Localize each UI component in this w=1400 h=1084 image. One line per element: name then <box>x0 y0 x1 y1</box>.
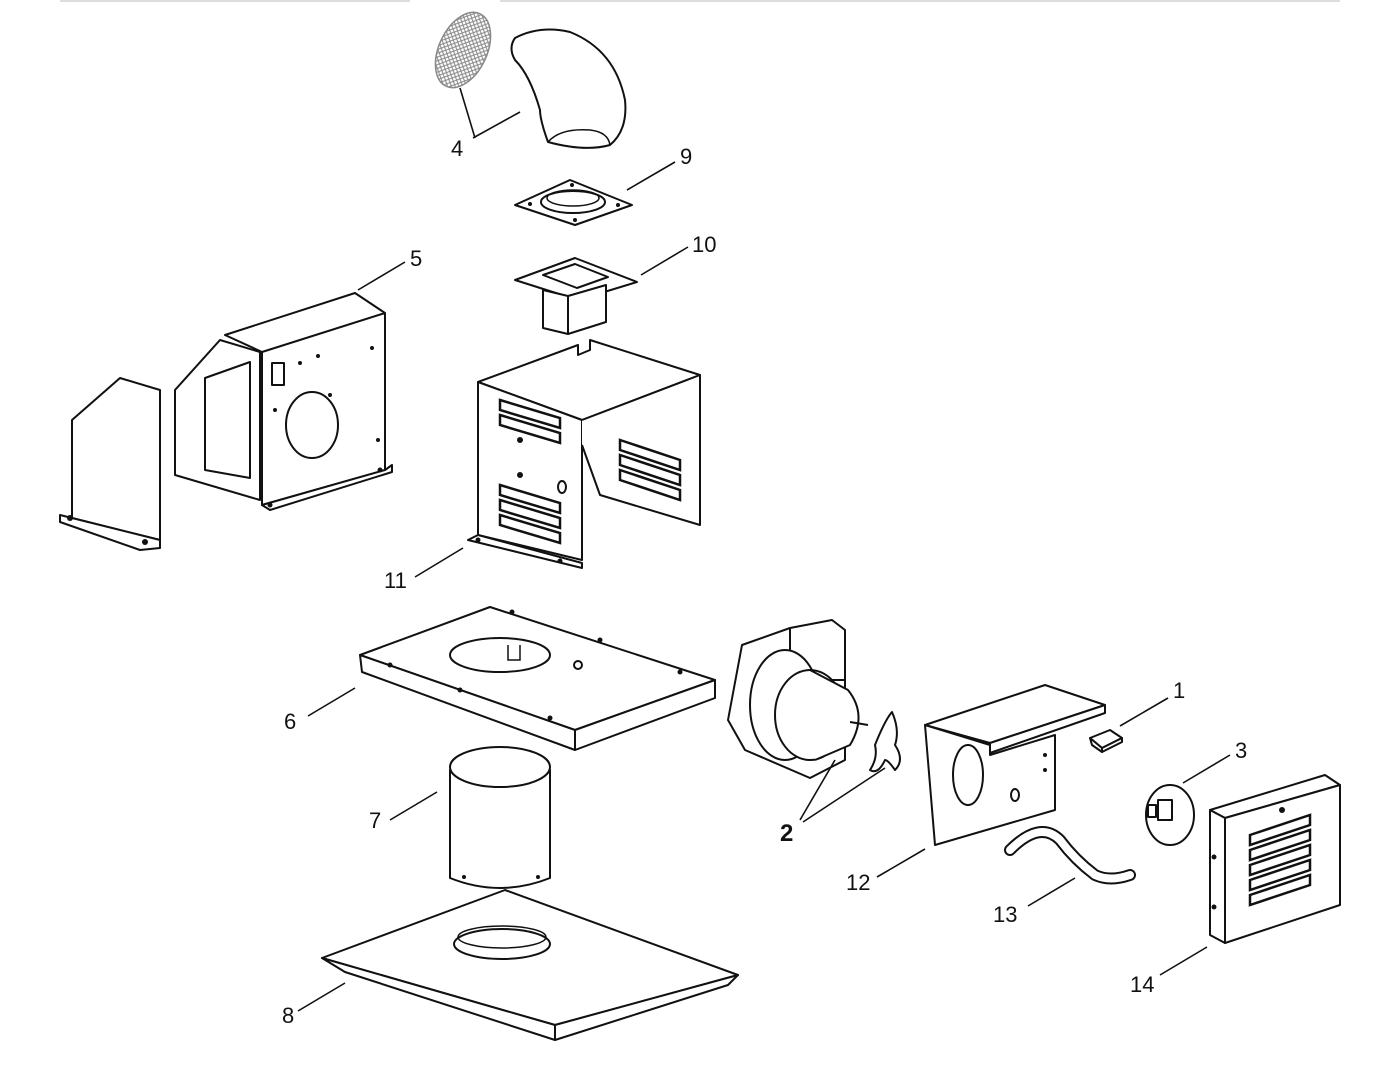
leader-7 <box>389 791 438 821</box>
leader-4b <box>459 87 476 139</box>
callout-11: 11 <box>384 568 407 593</box>
callout-3: 3 <box>1235 738 1248 763</box>
callout-10: 10 <box>692 232 717 257</box>
leader-8 <box>297 982 346 1012</box>
callout-4: 4 <box>451 136 464 161</box>
part-11-housing <box>467 339 701 569</box>
callout-7: 7 <box>369 808 382 833</box>
leader-14 <box>1159 946 1208 976</box>
callout-6: 6 <box>284 709 297 734</box>
leader-11 <box>414 547 464 578</box>
part-2-blower-and-fan <box>727 619 901 779</box>
leader-2b <box>802 767 886 823</box>
callout-14: 14 <box>1130 972 1155 997</box>
part-5-side-panel-assembly <box>59 292 393 551</box>
part-9-flange <box>514 179 633 226</box>
part-3-pressure-switch <box>1145 784 1195 846</box>
callout-1: 1 <box>1173 678 1186 703</box>
part-7-cylinder <box>449 746 551 889</box>
leader-12 <box>876 848 926 878</box>
part-13-hose <box>1004 826 1136 885</box>
callout-5: 5 <box>410 246 423 271</box>
leader-10 <box>640 246 689 276</box>
callout-13: 13 <box>993 902 1018 927</box>
callout-9: 9 <box>680 144 693 169</box>
part-10-square-collar <box>514 257 638 335</box>
leader-5 <box>357 261 406 291</box>
part-4-screen-and-elbow <box>434 11 627 149</box>
callout-12: 12 <box>846 870 871 895</box>
part-8-base-plate <box>321 889 739 1041</box>
leader-9 <box>626 161 676 191</box>
part-14-louvered-cover <box>1209 774 1341 944</box>
leader-4 <box>472 111 521 139</box>
callout-8: 8 <box>282 1003 295 1028</box>
part-6-top-plate <box>359 606 716 751</box>
leader-1 <box>1119 697 1169 727</box>
callout-2: 2 <box>780 820 794 847</box>
part-1-switch <box>1089 729 1123 753</box>
leader-lines <box>297 87 1231 1012</box>
leader-13 <box>1027 877 1076 907</box>
leader-2a <box>799 759 836 821</box>
leader-3 <box>1182 754 1231 784</box>
leader-6 <box>307 687 356 717</box>
part-12-bracket <box>924 684 1106 846</box>
